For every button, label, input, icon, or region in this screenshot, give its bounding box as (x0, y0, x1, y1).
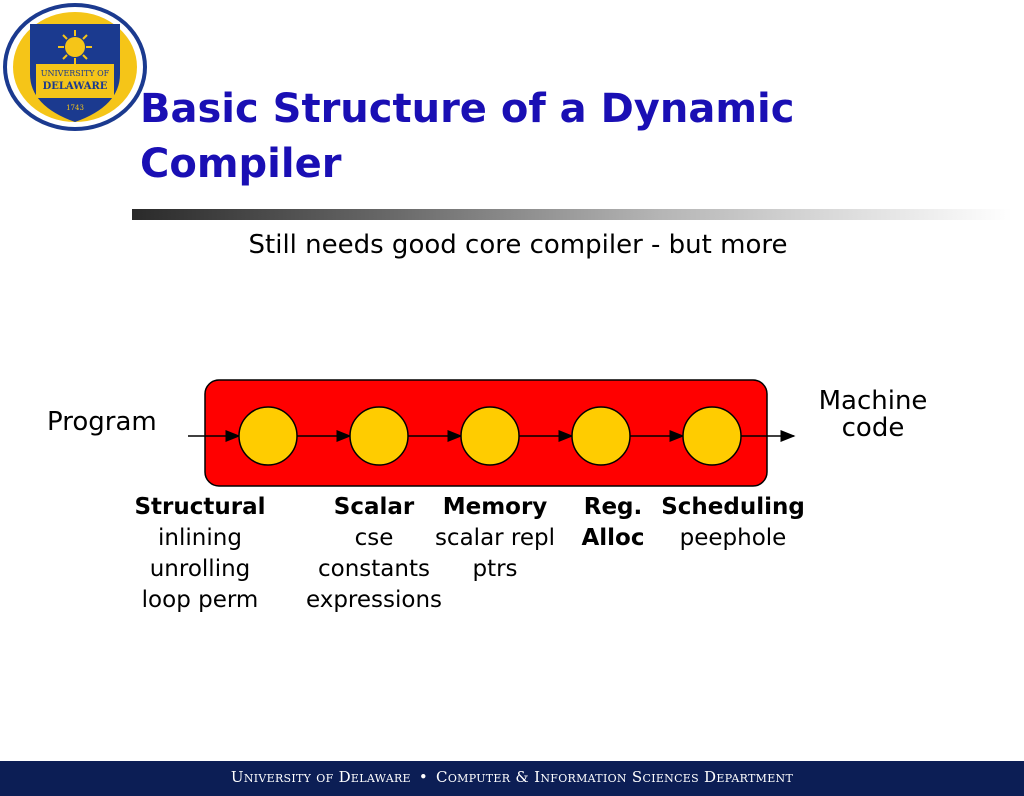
logo-text-bottom: DELAWARE (43, 81, 108, 92)
footer-university: University of Delaware (230, 768, 411, 786)
stage-node-reg (571, 406, 631, 466)
machine-code-label: Machine code (802, 388, 944, 442)
stage-item: peephole (679, 525, 787, 551)
footer-separator: • (418, 768, 429, 786)
stage-name: Structural (134, 494, 266, 520)
program-label: Program (47, 407, 157, 437)
stage-item: expressions (305, 587, 443, 613)
stage-item: scalar repl (434, 525, 556, 551)
stage-node-structural (238, 406, 298, 466)
stage-node-scalar (349, 406, 409, 466)
machine-code-label-line2: code (841, 413, 905, 443)
title-divider (132, 209, 1012, 220)
stage-name: Scalar (333, 494, 415, 520)
logo-text-top: UNIVERSITY OF (41, 69, 110, 78)
stage-name: Scheduling (661, 494, 805, 520)
subtitle: Still needs good core compiler - but mor… (248, 230, 788, 260)
stage-node-scheduling (682, 406, 742, 466)
footer-text: University of Delaware • Computer & Inform… (0, 768, 1024, 786)
stage-label-reg-alloc: Reg. Alloc (570, 492, 656, 554)
footer-department: Computer & Information Sciences Departme… (436, 768, 794, 786)
compiler-pipeline-diagram (188, 379, 796, 487)
stage-node-memory (460, 406, 520, 466)
stage-name: Reg. (583, 494, 643, 520)
stage-label-scalar: Scalar cse constants expressions (284, 492, 464, 616)
stage-label-memory: Memory scalar repl ptrs (420, 492, 570, 585)
logo-year: 1743 (66, 104, 84, 112)
stage-item: inlining (158, 525, 242, 551)
page-title: Basic Structure of a Dynamic Compiler (140, 86, 795, 187)
footer-bar (0, 761, 1024, 796)
stage-item: loop perm (141, 587, 259, 613)
university-logo: UNIVERSITY OF DELAWARE 1743 (2, 2, 148, 132)
stage-label-structural: Structural inlining unrolling loop perm (100, 492, 300, 616)
stage-label-scheduling: Scheduling peephole (648, 492, 818, 554)
stage-name: Memory (442, 494, 548, 520)
stage-item: unrolling (149, 556, 251, 582)
stage-item: ptrs (472, 556, 518, 582)
stage-item: constants (318, 556, 430, 582)
stage-item: Alloc (581, 525, 645, 551)
machine-code-label-line1: Machine (818, 386, 928, 416)
stage-item: cse (354, 525, 394, 551)
